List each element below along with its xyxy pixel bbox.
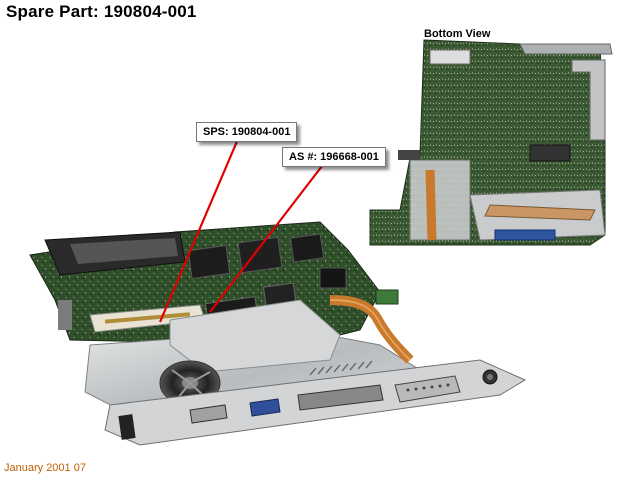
bottom-view-label: Bottom View <box>424 28 491 40</box>
footer-date: January 2001 07 <box>4 462 86 474</box>
page-title: Spare Part: 190804-001 <box>6 2 197 21</box>
bottom-view-image <box>369 39 613 246</box>
sps-callout: SPS: 190804-001 <box>196 122 298 142</box>
pointer-lines <box>158 138 323 323</box>
assembly-callout: AS #: 196668-001 <box>282 147 386 167</box>
main-board-image <box>29 221 527 446</box>
